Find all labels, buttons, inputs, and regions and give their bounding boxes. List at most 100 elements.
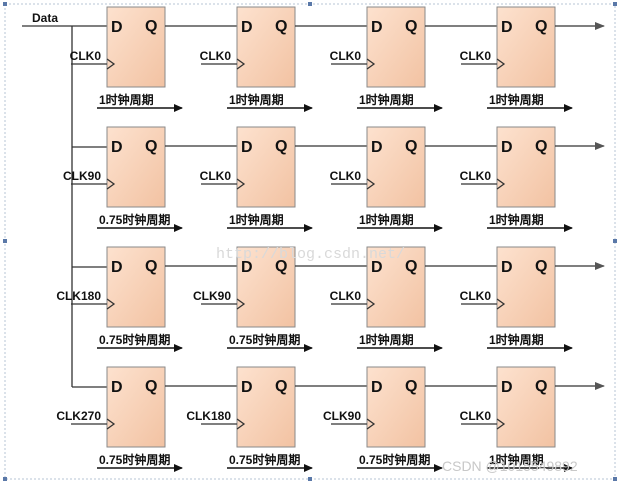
period-label: 1时钟周期: [359, 212, 414, 227]
d-pin-label: D: [501, 259, 513, 276]
flip-flop-stage: D Q CLK0 1时钟周期: [70, 6, 237, 112]
period-label: 0.75时钟周期: [99, 452, 170, 467]
clock-label: CLK0: [460, 289, 492, 303]
d-pin-label: D: [241, 139, 253, 156]
flip-flop-box: [496, 246, 556, 328]
period-label: 1时钟周期: [489, 452, 544, 467]
d-pin-label: D: [501, 379, 513, 396]
period-label: 1时钟周期: [489, 332, 544, 347]
q-pin-label: Q: [145, 378, 157, 395]
clock-label: CLK0: [70, 49, 102, 63]
flip-flop-box: [366, 246, 426, 328]
flip-flop-box: [496, 126, 556, 208]
clock-notch-icon: [496, 298, 506, 310]
d-pin-label: D: [111, 19, 123, 36]
flip-flop-box: [236, 6, 296, 88]
clock-notch-icon: [236, 178, 246, 190]
period-label: 1时钟周期: [489, 212, 544, 227]
clock-label: CLK90: [63, 169, 101, 183]
d-pin-label: D: [111, 259, 123, 276]
flip-flop-box: [366, 126, 426, 208]
flip-flop-stage: D Q CLK270 0.75时钟周期: [56, 366, 237, 472]
period-label: 0.75时钟周期: [229, 332, 300, 347]
period-label: 1时钟周期: [359, 332, 414, 347]
q-pin-label: Q: [275, 138, 287, 155]
data-bus: [22, 25, 107, 388]
q-pin-label: Q: [535, 378, 547, 395]
clock-label: CLK270: [56, 409, 101, 423]
flip-flop-box: [106, 366, 166, 448]
flip-flop-box: [496, 6, 556, 88]
q-pin-label: Q: [145, 18, 157, 35]
clock-label: CLK0: [330, 289, 362, 303]
clock-notch-icon: [496, 178, 506, 190]
q-pin-label: Q: [405, 378, 417, 395]
d-pin-label: D: [371, 379, 383, 396]
d-pin-label: D: [111, 379, 123, 396]
flip-flop-box: [236, 366, 296, 448]
data-input-label: Data: [32, 11, 58, 25]
period-label: 0.75时钟周期: [99, 332, 170, 347]
clock-notch-icon: [106, 298, 116, 310]
flip-flop-stage: D Q CLK0 1时钟周期: [330, 246, 497, 352]
clock-notch-icon: [366, 178, 376, 190]
flip-flop-stage: D Q CLK0 1时钟周期: [460, 246, 605, 352]
period-label: 1时钟周期: [359, 92, 414, 107]
q-pin-label: Q: [535, 18, 547, 35]
q-pin-label: Q: [535, 258, 547, 275]
clock-notch-icon: [366, 418, 376, 430]
q-pin-label: Q: [275, 18, 287, 35]
d-pin-label: D: [241, 379, 253, 396]
clock-label: CLK180: [186, 409, 231, 423]
clock-notch-icon: [106, 58, 116, 70]
flip-flop-box: [366, 366, 426, 448]
flip-flop-box: [236, 246, 296, 328]
flip-flop-grid: D Q CLK0 1时钟周期 D Q CLK0 1时钟周期 D Q CLK0 1时钟周期 D Q CLK0 1…: [56, 6, 605, 472]
flip-flop-stage: D Q CLK0 1时钟周期: [200, 126, 367, 232]
clock-label: CLK0: [200, 169, 232, 183]
flip-flop-box: [106, 6, 166, 88]
q-pin-label: Q: [405, 18, 417, 35]
flip-flop-stage: D Q CLK180 0.75时钟周期: [56, 246, 237, 352]
clock-notch-icon: [236, 418, 246, 430]
flip-flop-box: [106, 246, 166, 328]
d-pin-label: D: [501, 19, 513, 36]
clock-label: CLK0: [460, 49, 492, 63]
flip-flop-box: [366, 6, 426, 88]
flip-flop-box: [496, 366, 556, 448]
q-pin-label: Q: [145, 138, 157, 155]
clock-notch-icon: [496, 418, 506, 430]
clock-label: CLK180: [56, 289, 101, 303]
clock-label: CLK0: [200, 49, 232, 63]
q-pin-label: Q: [535, 138, 547, 155]
q-pin-label: Q: [275, 378, 287, 395]
q-pin-label: Q: [145, 258, 157, 275]
clock-label: CLK0: [330, 49, 362, 63]
clock-notch-icon: [106, 418, 116, 430]
selection-handles: [3, 2, 617, 481]
q-pin-label: Q: [275, 258, 287, 275]
d-pin-label: D: [371, 19, 383, 36]
q-pin-label: Q: [405, 138, 417, 155]
clock-notch-icon: [366, 58, 376, 70]
period-label: 1时钟周期: [229, 212, 284, 227]
period-label: 0.75时钟周期: [359, 452, 430, 467]
period-label: 1时钟周期: [99, 92, 154, 107]
d-pin-label: D: [241, 259, 253, 276]
q-pin-label: Q: [405, 258, 417, 275]
watermark: http://blog.csdn.net/: [216, 246, 405, 263]
d-pin-label: D: [371, 259, 383, 276]
clock-label: CLK0: [460, 169, 492, 183]
